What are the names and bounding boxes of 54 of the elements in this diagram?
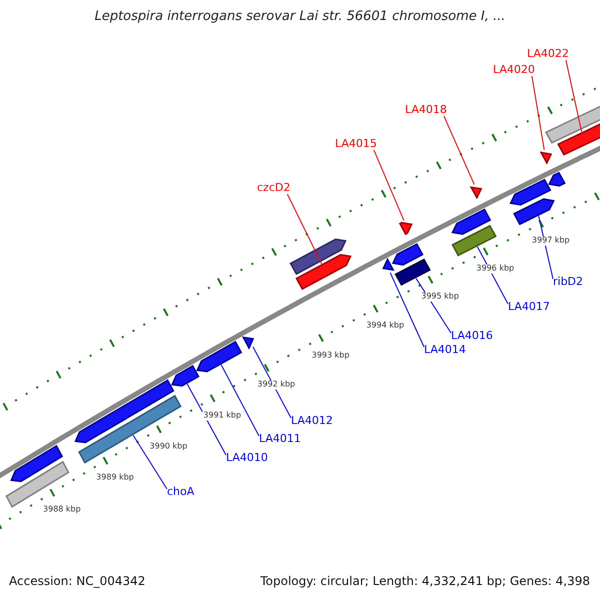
gene-label: LA4012 — [291, 415, 333, 428]
leader-line — [390, 272, 424, 348]
gene-feature — [470, 186, 482, 198]
gene-feature — [513, 198, 555, 226]
gene-feature — [74, 379, 174, 444]
gene-feature — [10, 444, 64, 482]
leader-line — [443, 116, 475, 185]
title: Leptospira interrogans serovar Lai str. 56601 chromosome I, ... — [94, 10, 506, 24]
gene-label: czcD2 — [257, 182, 290, 194]
gene-label: LA4022 — [527, 48, 569, 60]
leader-line — [538, 216, 554, 280]
tick-label: 3995 kbp — [420, 292, 460, 302]
gene-feature — [451, 224, 497, 256]
leader-line — [531, 76, 545, 150]
tick-label: 3991 kbp — [202, 411, 242, 420]
gene-label: LA4020 — [493, 64, 535, 76]
gene-feature — [242, 336, 254, 349]
accession-text: Accession: NC_004342 — [9, 575, 146, 588]
tick-label: 3988 kbp — [42, 506, 82, 515]
gene-feature — [392, 243, 424, 266]
tick-label: 3996 kbp — [475, 264, 516, 274]
gene-label: LA4015 — [335, 138, 377, 150]
gene-feature — [540, 152, 552, 164]
genome-summary: Topology: circular; Length: 4,332,241 bp; Genes: 4,398 — [260, 575, 590, 588]
gene-label: LA4017 — [508, 301, 550, 314]
gene-feature — [196, 340, 242, 372]
leader-line — [565, 60, 582, 132]
tick-label: 3993 kbp — [310, 351, 350, 360]
gene-label: LA4016 — [451, 330, 493, 342]
gene-feature — [548, 172, 566, 187]
gene-feature — [394, 258, 431, 286]
gene-feature — [398, 222, 413, 236]
gene-feature — [295, 254, 352, 290]
tick-label: 3997 kbp — [530, 236, 571, 246]
gene-feature — [290, 238, 347, 276]
leader-line — [286, 194, 322, 264]
gene-label: LA4014 — [424, 344, 466, 356]
leader-line — [220, 364, 260, 436]
leader-line — [186, 384, 226, 456]
gene-feature — [171, 364, 200, 387]
gene-label: ribD2 — [553, 276, 584, 288]
gene-label: LA4010 — [226, 452, 268, 464]
tick-label: 3990 kbp — [148, 442, 188, 452]
tick-label: 3989 kbp — [95, 474, 135, 483]
gene-feature — [451, 208, 492, 235]
tick-label: 3994 kbp — [365, 322, 406, 331]
gene-label: LA4011 — [259, 433, 301, 446]
tick-label: 3992 kbp — [256, 381, 296, 390]
gene-label: choA — [167, 486, 194, 498]
leader-line — [132, 434, 168, 490]
leader-line — [252, 346, 292, 418]
leader-line — [373, 150, 404, 221]
gene-label: LA4018 — [405, 104, 447, 116]
gene-feature — [510, 178, 552, 206]
